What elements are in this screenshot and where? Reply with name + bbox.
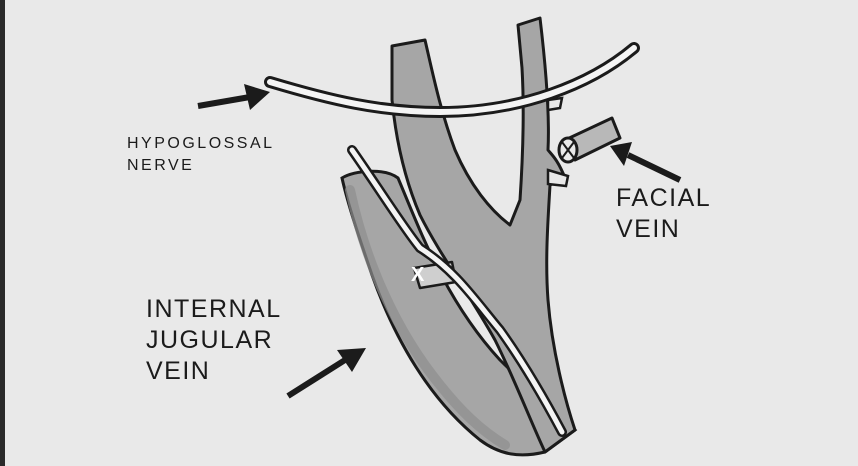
label-line: JUGULAR [146, 325, 282, 356]
label-line: FACIAL [616, 183, 711, 214]
ligation-mark: X [411, 264, 425, 286]
hypoglossal-nerve-label: HYPOGLOSSAL NERVE [127, 133, 275, 177]
facial-vein-label: FACIAL VEIN [616, 183, 711, 245]
label-line: VEIN [146, 356, 282, 387]
label-line: NERVE [127, 155, 275, 177]
label-line: INTERNAL [146, 294, 282, 325]
left-edge [0, 0, 5, 466]
label-line: HYPOGLOSSAL [127, 133, 275, 155]
label-line: VEIN [616, 214, 711, 245]
internal-jugular-vein-label: INTERNAL JUGULAR VEIN [146, 294, 282, 387]
